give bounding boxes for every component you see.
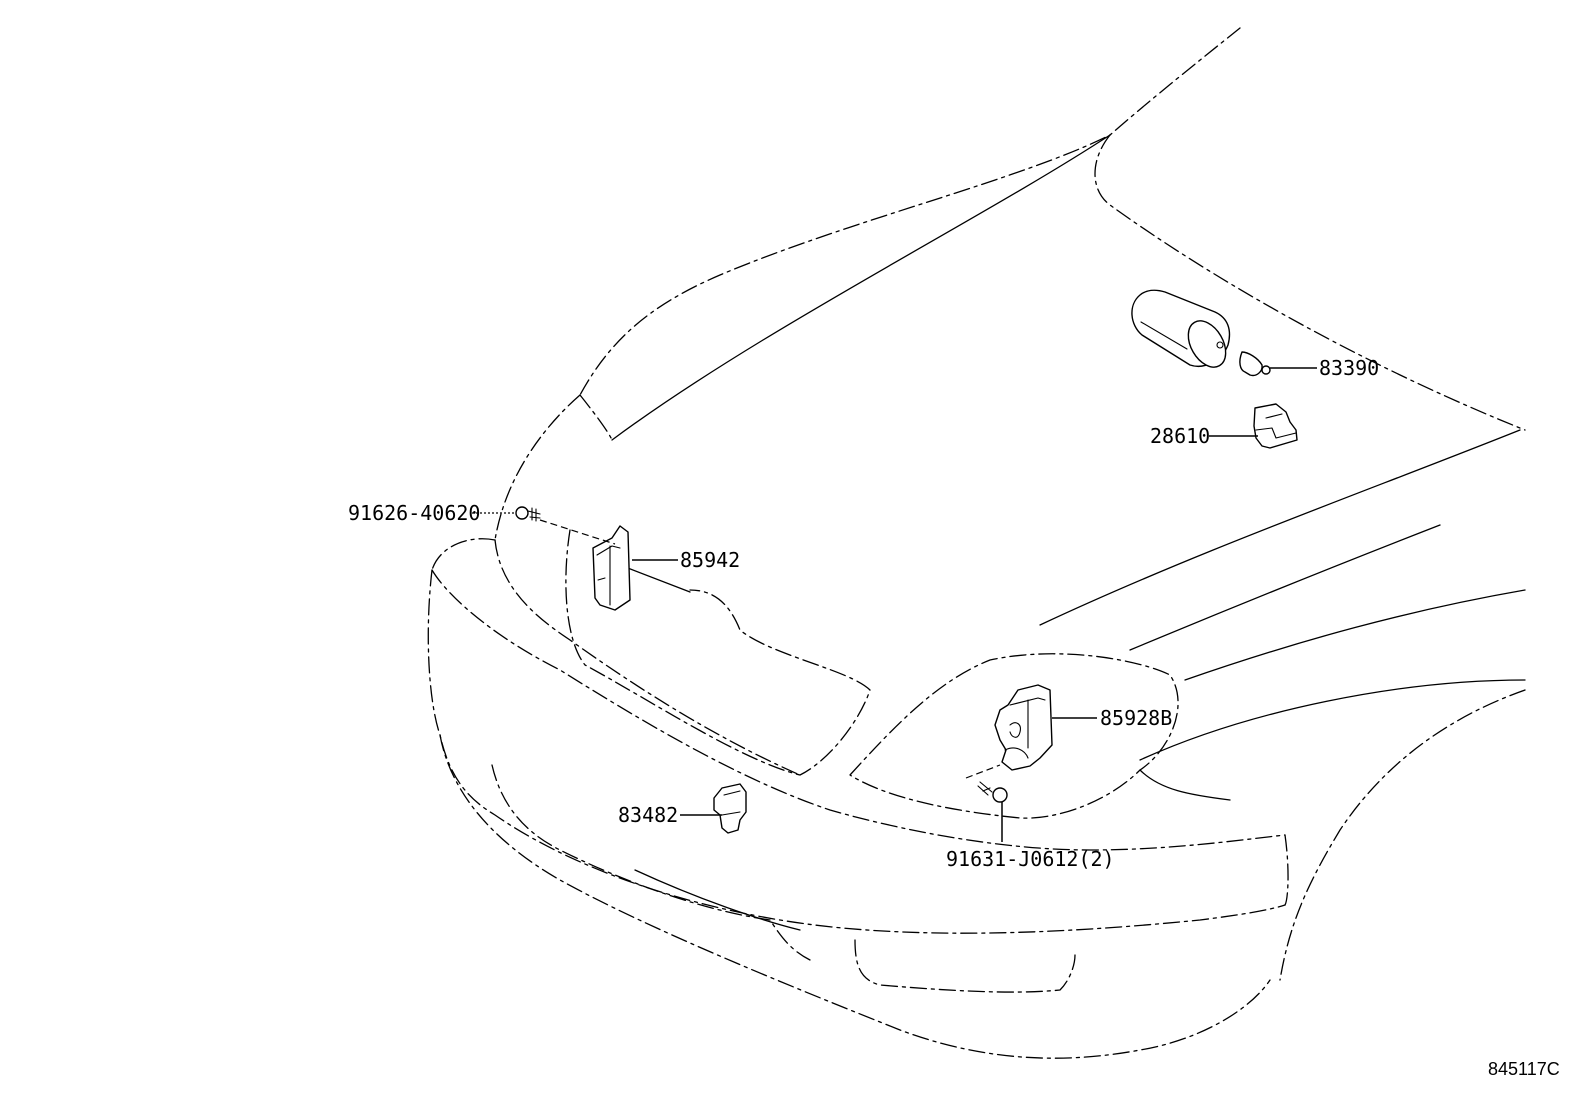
part-85942-sensor	[592, 525, 631, 611]
part-91626-40620-bolt	[515, 506, 541, 522]
reference-code: 845117C	[1488, 1059, 1560, 1079]
callout-83482: 83482	[618, 803, 678, 827]
part-85928B-unit	[994, 684, 1053, 771]
leader-lines	[472, 367, 1317, 842]
callout-85942: 85942	[680, 548, 740, 572]
callout-85928B: 85928B	[1100, 706, 1172, 730]
part-91631-J0612-screw	[977, 781, 1008, 803]
callout-91626-40620: 91626-40620	[348, 501, 480, 525]
vehicle-outline	[427, 27, 1526, 1059]
part-83482-switch	[713, 783, 747, 834]
callout-28610: 28610	[1150, 424, 1210, 448]
part-28610-relay	[1253, 403, 1298, 449]
callout-83390: 83390	[1319, 356, 1379, 380]
part-83390-horn	[1131, 289, 1271, 377]
callout-91631-J0612: 91631-J0612(2)	[946, 847, 1115, 871]
